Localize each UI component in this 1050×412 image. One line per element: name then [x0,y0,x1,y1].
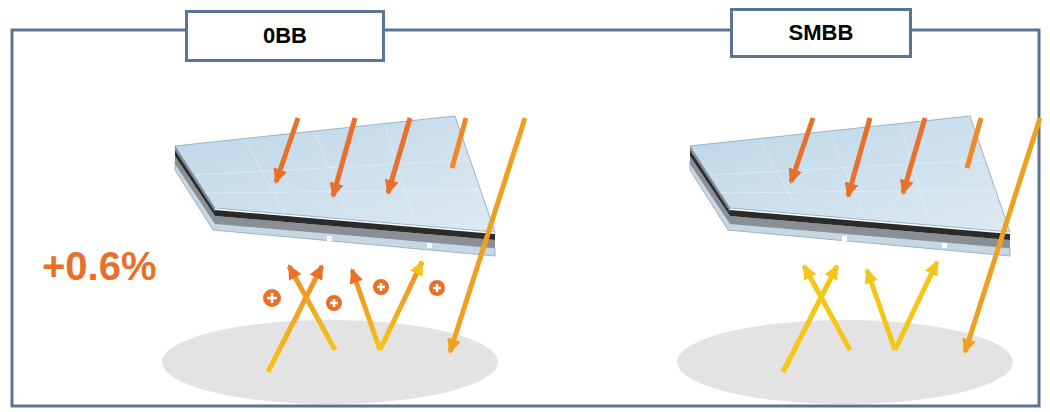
ground [677,320,1013,404]
ground [162,320,498,404]
solar-panel [690,116,1010,256]
light-rays [783,118,1040,372]
frame [12,30,1039,406]
gain-symbols [263,279,445,311]
tab-label: SMBB [789,20,854,46]
title-tab: SMBB [730,8,912,58]
light-rays [268,118,525,372]
title-tab: 0BB [185,10,385,62]
solar-panel [175,116,495,256]
tab-label: 0BB [263,23,307,49]
gain-value: +0.6% [42,244,157,289]
